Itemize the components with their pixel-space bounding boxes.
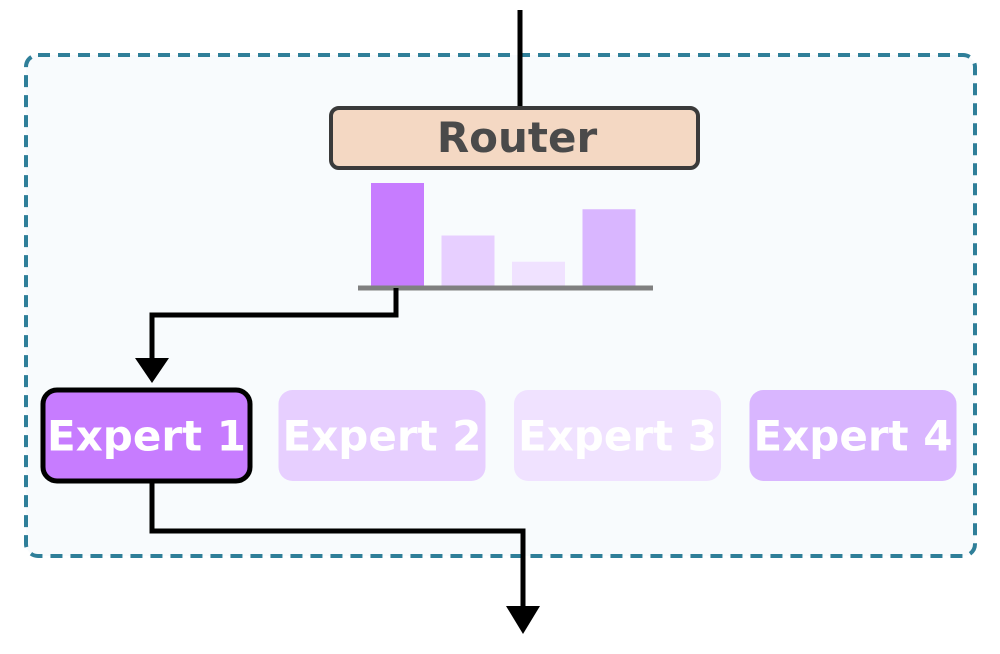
moe-layer-container — [24, 53, 977, 558]
weight-bar-1 — [371, 183, 424, 288]
expert-label-2: Expert 2 — [283, 412, 482, 461]
expert-label-1: Expert 1 — [47, 412, 246, 461]
router-box — [329, 106, 700, 170]
output-connector — [149, 481, 526, 612]
expert-box-1 — [40, 387, 253, 484]
expert-label-3: Expert 3 — [518, 412, 717, 461]
expert-box-3 — [514, 390, 721, 481]
expert-box-2 — [278, 390, 486, 481]
expert-row: Expert 1 Expert 2 Expert 3 Expert 4 — [40, 387, 957, 484]
weight-bar-2 — [441, 235, 495, 288]
weight-bar-3 — [512, 261, 565, 288]
expert-node-2: Expert 2 — [278, 390, 486, 481]
expert-label-4: Expert 4 — [754, 412, 953, 461]
router-node: Router — [329, 106, 700, 170]
expert-node-4: Expert 4 — [749, 390, 957, 481]
expert-box-4 — [749, 390, 957, 481]
route-arrowhead — [135, 358, 169, 383]
output-arrowhead — [506, 606, 540, 634]
router-label: Router — [437, 113, 598, 162]
routing-weights-chart — [371, 183, 636, 288]
route-connector — [149, 288, 399, 365]
weight-bar-4 — [582, 209, 636, 288]
expert-node-3: Expert 3 — [514, 390, 721, 481]
expert-node-1: Expert 1 — [40, 387, 253, 484]
